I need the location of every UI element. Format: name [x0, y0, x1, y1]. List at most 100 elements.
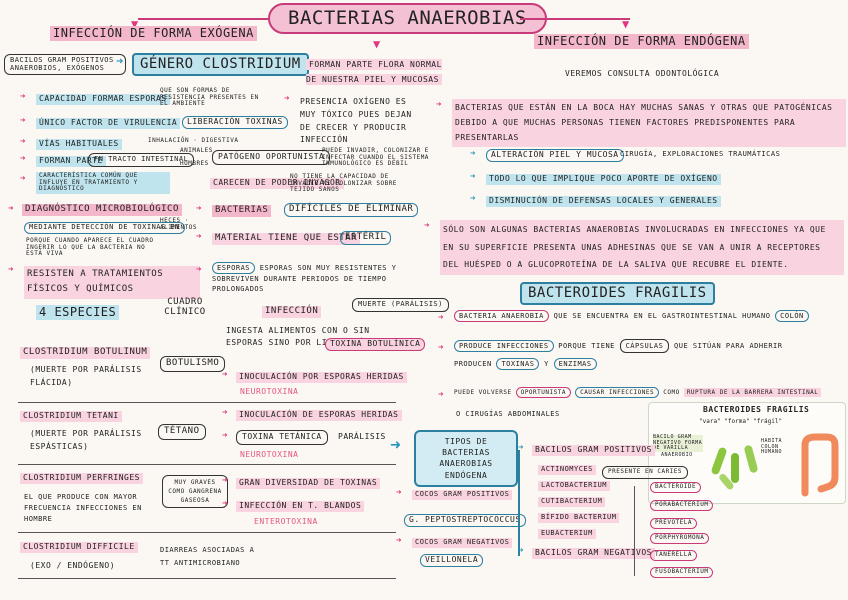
tipos-connector	[518, 450, 520, 556]
arrow-right-icon: ➜	[20, 92, 26, 102]
l2c: Cápsulas	[619, 339, 670, 353]
ill-l2: Anaerobio	[661, 452, 693, 458]
item-forman-parte: Forman parte	[36, 156, 106, 167]
perfringes-sub: El que produce con mayor frecuencia infe…	[24, 493, 142, 524]
diag-note2: Porque cuando aparece el cuadro ingerir …	[26, 237, 154, 258]
endogena-sub: Veremos consulta odontológica	[565, 69, 720, 78]
muerte-paralisis: Muerte (parálisis)	[352, 298, 449, 312]
fragilis-l1: Bacteria anaerobia que se encuentra en e…	[454, 310, 809, 322]
diag-sub-note: Heces · Alimentos	[160, 217, 198, 231]
alteracion-piel: Alteración piel y mucosa	[486, 149, 624, 162]
neg-2: Prevotela	[650, 518, 698, 529]
arrow-right-icon: ➜	[470, 194, 476, 204]
arrow-right-icon: ➜	[284, 94, 290, 104]
fragilis-illustration: Bacteroides Fragilis "vara" "forma" "frá…	[648, 402, 846, 504]
l2b: porque tiene	[558, 342, 615, 350]
l3e: ruptura de la barrera intestinal	[683, 388, 822, 397]
pos-0: Actinomyces	[538, 465, 596, 475]
arrow-right-icon: ➜	[438, 343, 444, 353]
arrow-right-icon: ➜	[196, 232, 202, 242]
arrow-right-icon: ➜	[20, 154, 26, 164]
arrow-right-icon: ➜	[222, 408, 228, 418]
main-title: Bacterias anaerobias	[268, 3, 547, 34]
neg-0: Bacteroide	[650, 482, 702, 493]
flora-text: Forman parte flora normal de nuestra pie…	[306, 59, 442, 86]
l3c: causar infecciones	[575, 387, 660, 398]
l2d: que sitúan para adherir	[674, 342, 783, 350]
l2g: y	[544, 360, 549, 368]
botulinum-inf: Inoculación por esporas heridas	[236, 372, 407, 383]
neg-5: Fusobacterium	[650, 567, 714, 578]
cocos-pos: Cocos gram positivos	[412, 490, 513, 500]
esporas-resistentes: ESPORAS Esporas son muy resistentes y so…	[212, 262, 402, 295]
tetani-inf: Inoculación de esporas heridas	[236, 410, 402, 421]
l2f: Toxinas	[496, 358, 540, 370]
connector-left	[138, 18, 268, 20]
l3a: Puede volverse	[454, 389, 512, 396]
col-infeccion: Infección	[262, 306, 322, 318]
pos-3: Bífido bacterium	[538, 513, 620, 523]
arrow-right-icon: ➜	[20, 116, 26, 126]
ill-title: Bacteroides Fragilis	[703, 405, 810, 414]
pos-4: Eubacterium	[538, 529, 596, 539]
boca-text: Bacterias que están en la boca hay mucha…	[452, 99, 846, 147]
cocos-neg: Cocos gram negativos	[412, 538, 513, 548]
tetani-tox: Neurotoxina	[240, 450, 299, 459]
arrow-right-icon: ➜	[196, 265, 202, 275]
pos-1: Lactobacterium	[538, 481, 611, 491]
fn-tracto: FN tracto intestinal	[88, 153, 195, 167]
arrow-right-icon: ➜	[470, 172, 476, 182]
veillonela: Veillonela	[420, 554, 484, 567]
esporas-text: Esporas son muy resistentes y sobreviven…	[212, 264, 397, 293]
tetano: Tétano	[158, 424, 206, 440]
arrow-right-icon: ➜	[470, 149, 476, 159]
neg-connector	[634, 486, 635, 576]
patogeno-note: Puede invadir, colonizar e infectar cuan…	[322, 147, 429, 168]
tetani-sub: (Muerte por parálisis espásticas)	[30, 429, 142, 451]
perfringes-cuadro: Muy graves como gangrena gaseosa	[162, 475, 228, 508]
esporas-word: ESPORAS	[212, 262, 256, 274]
vias-note: Inhalación · Digestiva	[148, 137, 239, 144]
l1a: Bacteria anaerobia	[454, 310, 549, 322]
ill-l1: Bacilo gram negativo forma de varilla	[653, 434, 703, 452]
bacilos-pos-head: Bacilos gram positivos	[532, 445, 655, 456]
botulinum-sub: (Muerte por parálisis flácida)	[30, 365, 142, 387]
solo-text: Sólo son algunas bacterias anaerobias in…	[440, 220, 844, 275]
material-label: Material tiene que estar	[212, 233, 361, 245]
arrow-right-icon: ➜	[8, 265, 14, 275]
presente-caries: Presente en caries	[602, 466, 689, 479]
disminucion-defensas: Disminución de defensas locales y genera…	[486, 196, 721, 207]
pos-2: Cutibacterium	[538, 497, 606, 507]
arrow-right-icon: ➜	[424, 221, 430, 231]
exogena-heading: Infección de forma exógena	[50, 26, 257, 42]
arrow-right-icon: ➜	[518, 546, 524, 556]
alteracion-note: cirugía, exploraciones traumáticas	[620, 150, 781, 158]
especie-perfringes: Clostridium Perfringes	[20, 473, 143, 484]
arrow-right-icon: ➜	[396, 488, 402, 498]
l1b: que se encuentra en el gastrointestinal …	[553, 312, 771, 320]
arrow-right-icon: ➜	[438, 390, 444, 400]
difficile-sub: (exo / endógeno)	[30, 561, 116, 570]
presencia-oxigeno: Presencia oxígeno es muy tóxico pues dej…	[300, 97, 412, 145]
fragilis-heading: Bacteroides Fragilis	[520, 282, 715, 306]
arrow-right-icon: ➜	[438, 313, 444, 323]
neg-4: Tanerella	[650, 550, 698, 561]
l2h: Enzimas	[553, 358, 597, 370]
divider	[18, 464, 396, 465]
arrow-right-icon: ➜	[518, 443, 524, 453]
item-esporas: Capacidad formar esporas	[36, 94, 170, 105]
arrow-right-icon: ➜	[222, 431, 228, 441]
divider	[18, 532, 396, 533]
l3d: como	[663, 389, 680, 396]
ingesta-label: Ingesta alimentos con o sin esporas sino…	[226, 326, 386, 347]
endogena-heading: Infección de forma endógena	[534, 34, 749, 50]
perfringes-inf2: Infección en T. blandos	[236, 501, 365, 512]
botulismo: Botulismo	[160, 356, 226, 372]
fragilis-l2: Produce infecciones porque tiene Cápsula…	[454, 339, 783, 353]
col-cuadro: Cuadro clínico	[164, 297, 206, 317]
neg-3: Porphyromona	[650, 533, 710, 544]
bacilli-icon	[711, 445, 758, 490]
especie-difficile: Clostridium Difficile	[20, 542, 138, 553]
difficile-cuadro: Diarreas asociadas a tt antimicrobiano	[160, 546, 255, 567]
arrow-right-icon: ➜	[390, 435, 401, 456]
